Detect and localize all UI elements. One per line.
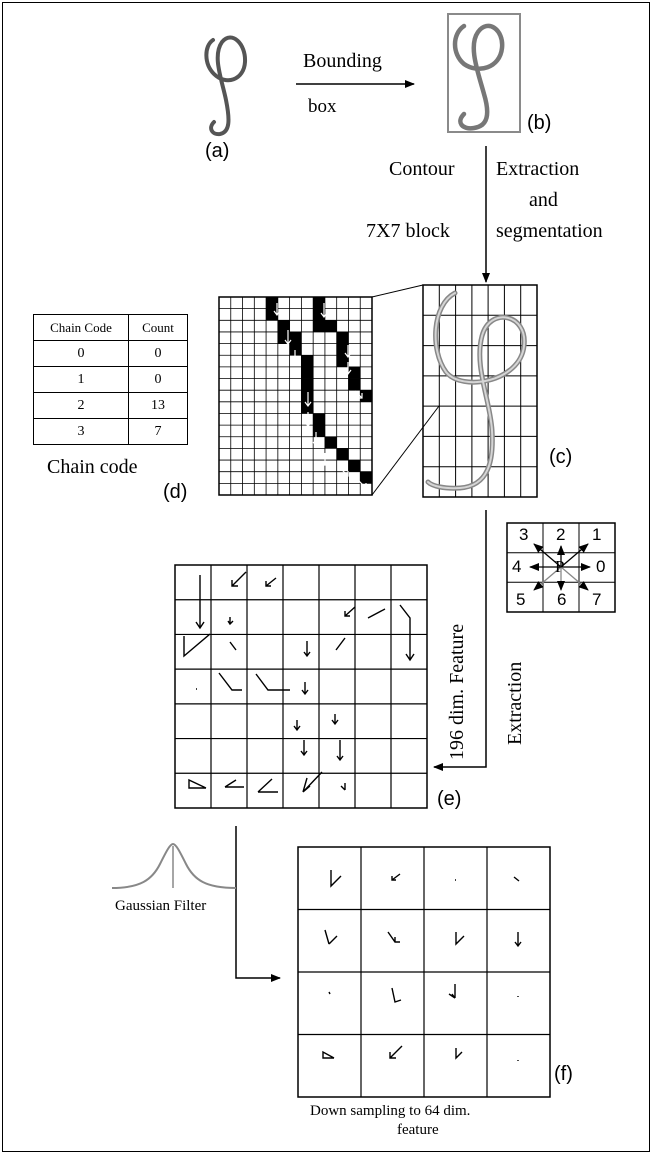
feature-grid-e: [175, 565, 427, 808]
magnified-block: [219, 297, 372, 495]
chain-code-header: Chain Code: [34, 315, 129, 341]
chain-code-cell: 1: [34, 367, 129, 393]
table-row: 2 13: [34, 393, 188, 419]
table-row: 1 0: [34, 367, 188, 393]
box-label: box: [308, 96, 337, 118]
label-c: (c): [549, 446, 572, 469]
direction-6: 6: [557, 590, 566, 610]
downsampled-grid-f: [298, 847, 550, 1097]
label-f: (f): [554, 1063, 573, 1086]
label-a: (a): [205, 140, 229, 163]
count-header: Count: [129, 315, 188, 341]
and-label: and: [529, 189, 558, 212]
direction-p: P: [555, 557, 564, 577]
extraction-label: Extraction: [496, 158, 579, 181]
label-e: (e): [437, 788, 461, 811]
contour-grid-c: [423, 285, 537, 497]
chain-code-table: Chain Code Count 0 0 1 0 2 13 3 7: [33, 314, 188, 445]
label-b: (b): [527, 112, 551, 135]
feature-extraction-label: Extraction: [504, 662, 527, 745]
bounding-label: Bounding: [303, 50, 382, 73]
count-cell: 0: [129, 367, 188, 393]
downsample-label-line1: Down sampling to 64 dim.: [310, 1103, 470, 1120]
direction-4: 4: [512, 557, 521, 577]
direction-5: 5: [516, 590, 525, 610]
count-cell: 13: [129, 393, 188, 419]
chain-code-cell: 3: [34, 419, 129, 445]
gaussian-curve-icon: [112, 844, 236, 888]
direction-7: 7: [592, 590, 601, 610]
segmentation-label: segmentation: [496, 220, 603, 243]
feature-196-label: 196 dim. Feature: [446, 624, 469, 760]
character-icon-a: [206, 38, 245, 135]
table-row: 0 0: [34, 341, 188, 367]
direction-1: 1: [592, 525, 601, 545]
direction-2: 2: [556, 525, 565, 545]
block-label: 7X7 block: [366, 220, 450, 243]
gaussian-filter-arrow: [236, 826, 280, 978]
label-d: (d): [163, 481, 187, 504]
count-cell: 0: [129, 341, 188, 367]
direction-0: 0: [596, 557, 605, 577]
chain-code-cell: 2: [34, 393, 129, 419]
gaussian-filter-label: Gaussian Filter: [115, 898, 206, 915]
table-row: 3 7: [34, 419, 188, 445]
chain-code-cell: 0: [34, 341, 129, 367]
bounded-character-b: [448, 14, 520, 132]
direction-3: 3: [519, 525, 528, 545]
downsample-label-line2: feature: [397, 1122, 439, 1139]
contour-label: Contour: [389, 158, 455, 181]
chain-code-caption: Chain code: [47, 456, 138, 479]
count-cell: 7: [129, 419, 188, 445]
chain-code-table-header: Chain Code Count: [34, 315, 188, 341]
